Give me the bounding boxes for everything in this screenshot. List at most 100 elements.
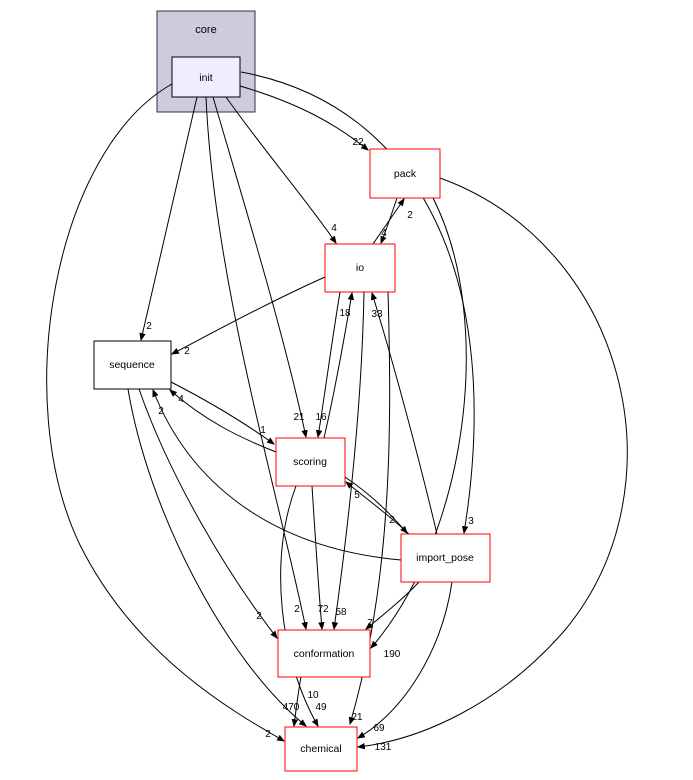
edge-import-pose-io-path: [370, 291, 438, 535]
edge-pack-conformation-path: [370, 197, 467, 649]
edge-import-pose-scoring: 5: [345, 481, 410, 535]
edge-sequence-chemical-count: 10: [307, 690, 319, 701]
edge-init-io-path: [225, 96, 337, 244]
edge-scoring-chemical-path: [280, 485, 319, 728]
edge-init-scoring-count: 21: [293, 412, 305, 423]
edge-sequence-scoring: 1: [170, 381, 275, 445]
edge-import-pose-io: 33: [370, 291, 438, 535]
edge-io-conformation: 58: [331, 291, 365, 631]
edge-scoring-sequence-path: [169, 389, 277, 453]
edge-io-pack: 2: [372, 198, 413, 245]
edge-conformation-chemical: 470: [283, 676, 302, 728]
edge-io-pack-count: 2: [407, 210, 413, 221]
node-sequence-label: sequence: [109, 359, 155, 371]
node-pack-box: [369, 148, 441, 199]
edge-scoring-conformation-count: 72: [317, 604, 329, 615]
edge-scoring-conformation: 72: [311, 485, 329, 631]
edge-pack-conformation-count: 190: [384, 649, 401, 660]
edge-init-import-pose: 3: [240, 71, 475, 535]
edge-io-sequence-path: [170, 276, 326, 355]
node-import-pose-label: import_pose: [416, 552, 474, 564]
node-sequence[interactable]: sequence: [93, 340, 172, 390]
edge-init-sequence: 2: [139, 96, 198, 342]
edge-sequence-chemical-path: [127, 388, 307, 727]
edge-sequence-scoring-count: 1: [260, 425, 266, 436]
node-chemical-label: chemical: [300, 743, 341, 755]
edge-io-chemical-count: 21: [351, 712, 363, 723]
node-pack-label: pack: [394, 168, 417, 180]
edge-scoring-io: 18: [323, 291, 355, 439]
node-scoring[interactable]: scoring: [275, 437, 346, 487]
edge-scoring-io-count: 18: [339, 308, 351, 319]
node-conformation-box: [277, 629, 371, 678]
node-io[interactable]: io: [324, 243, 396, 293]
node-io-box: [324, 243, 396, 293]
node-chemical[interactable]: chemical: [284, 726, 358, 772]
edge-init-conformation-path: [205, 96, 308, 631]
edge-scoring-conformation-path: [311, 485, 325, 631]
edge-import-pose-chemical-path: [356, 581, 453, 739]
edge-pack-chemical: 131: [356, 177, 628, 753]
edge-init-scoring: 21: [212, 96, 308, 439]
edge-io-scoring: 16: [315, 291, 341, 439]
node-conformation[interactable]: conformation: [277, 629, 371, 678]
edge-init-sequence-count: 2: [146, 321, 152, 332]
edge-scoring-sequence: 4: [169, 389, 277, 453]
node-scoring-box: [275, 437, 346, 487]
edge-sequence-chemical: 10: [127, 388, 319, 727]
edge-pack-chemical-path: [356, 177, 628, 750]
edge-sequence-conformation: 2: [138, 388, 278, 639]
edge-init-sequence-path: [139, 96, 198, 342]
node-pack[interactable]: pack: [369, 148, 441, 199]
edge-init-conformation-count: 2: [294, 604, 300, 615]
edge-pack-io-count: 4: [381, 228, 387, 239]
node-conformation-label: conformation: [294, 648, 355, 660]
edge-init-pack-path: [239, 85, 369, 151]
edge-scoring-io-path: [323, 291, 355, 439]
edge-sequence-conformation-path: [138, 388, 278, 639]
edge-scoring-import-pose: 2: [344, 476, 408, 534]
node-chemical-box: [284, 726, 358, 772]
edge-import-pose-conformation-count: 7: [367, 618, 373, 629]
node-scoring-label: scoring: [293, 456, 327, 468]
edge-init-chemical: 2: [46, 83, 286, 742]
edge-scoring-chemical: 49: [280, 485, 327, 728]
edge-init-pack-count: 22: [352, 137, 364, 148]
edge-scoring-chemical-count: 49: [315, 702, 327, 713]
edge-sequence-conformation-count: 2: [256, 611, 262, 622]
node-init-box: [171, 56, 241, 98]
edge-import-pose-conformation: 7: [365, 581, 420, 630]
edge-io-sequence-count: 2: [184, 346, 190, 357]
node-import-pose[interactable]: import_pose: [400, 533, 491, 583]
edge-import-pose-chemical-count: 69: [373, 723, 385, 734]
node-import-pose-box: [400, 533, 491, 583]
edge-init-pack: 22: [239, 85, 369, 151]
edge-io-scoring-count: 16: [315, 412, 327, 423]
edge-scoring-import-pose-path: [344, 476, 408, 534]
node-io-label: io: [356, 262, 364, 274]
edge-init-io-count: 4: [331, 223, 337, 234]
edge-sequence-scoring-path: [170, 381, 275, 445]
edge-conformation-chemical-count: 470: [283, 702, 300, 713]
edge-pack-chemical-count: 131: [375, 742, 392, 753]
edge-init-scoring-path: [212, 96, 308, 439]
edge-import-pose-scoring-path: [345, 481, 410, 535]
edge-import-pose-io-count: 33: [371, 309, 383, 320]
edge-import-pose-conformation-path: [365, 581, 420, 630]
edge-import-pose-scoring-count: 5: [354, 490, 360, 501]
edge-import-pose-sequence-count: 2: [158, 406, 164, 417]
edge-init-import-pose-path: [240, 71, 475, 535]
node-sequence-box: [93, 340, 172, 390]
edge-io-pack-path: [372, 198, 405, 245]
edge-io-sequence: 2: [170, 276, 326, 357]
edge-pack-conformation: 190: [370, 197, 467, 660]
edge-scoring-import-pose-count: 2: [389, 515, 395, 526]
edge-scoring-sequence-count: 4: [178, 394, 184, 405]
cluster-core-label: core: [195, 24, 216, 36]
edge-init-conformation: 2: [205, 96, 308, 631]
edge-io-scoring-path: [315, 291, 341, 439]
node-init[interactable]: init: [171, 56, 241, 98]
edge-init-io: 4: [225, 96, 337, 244]
